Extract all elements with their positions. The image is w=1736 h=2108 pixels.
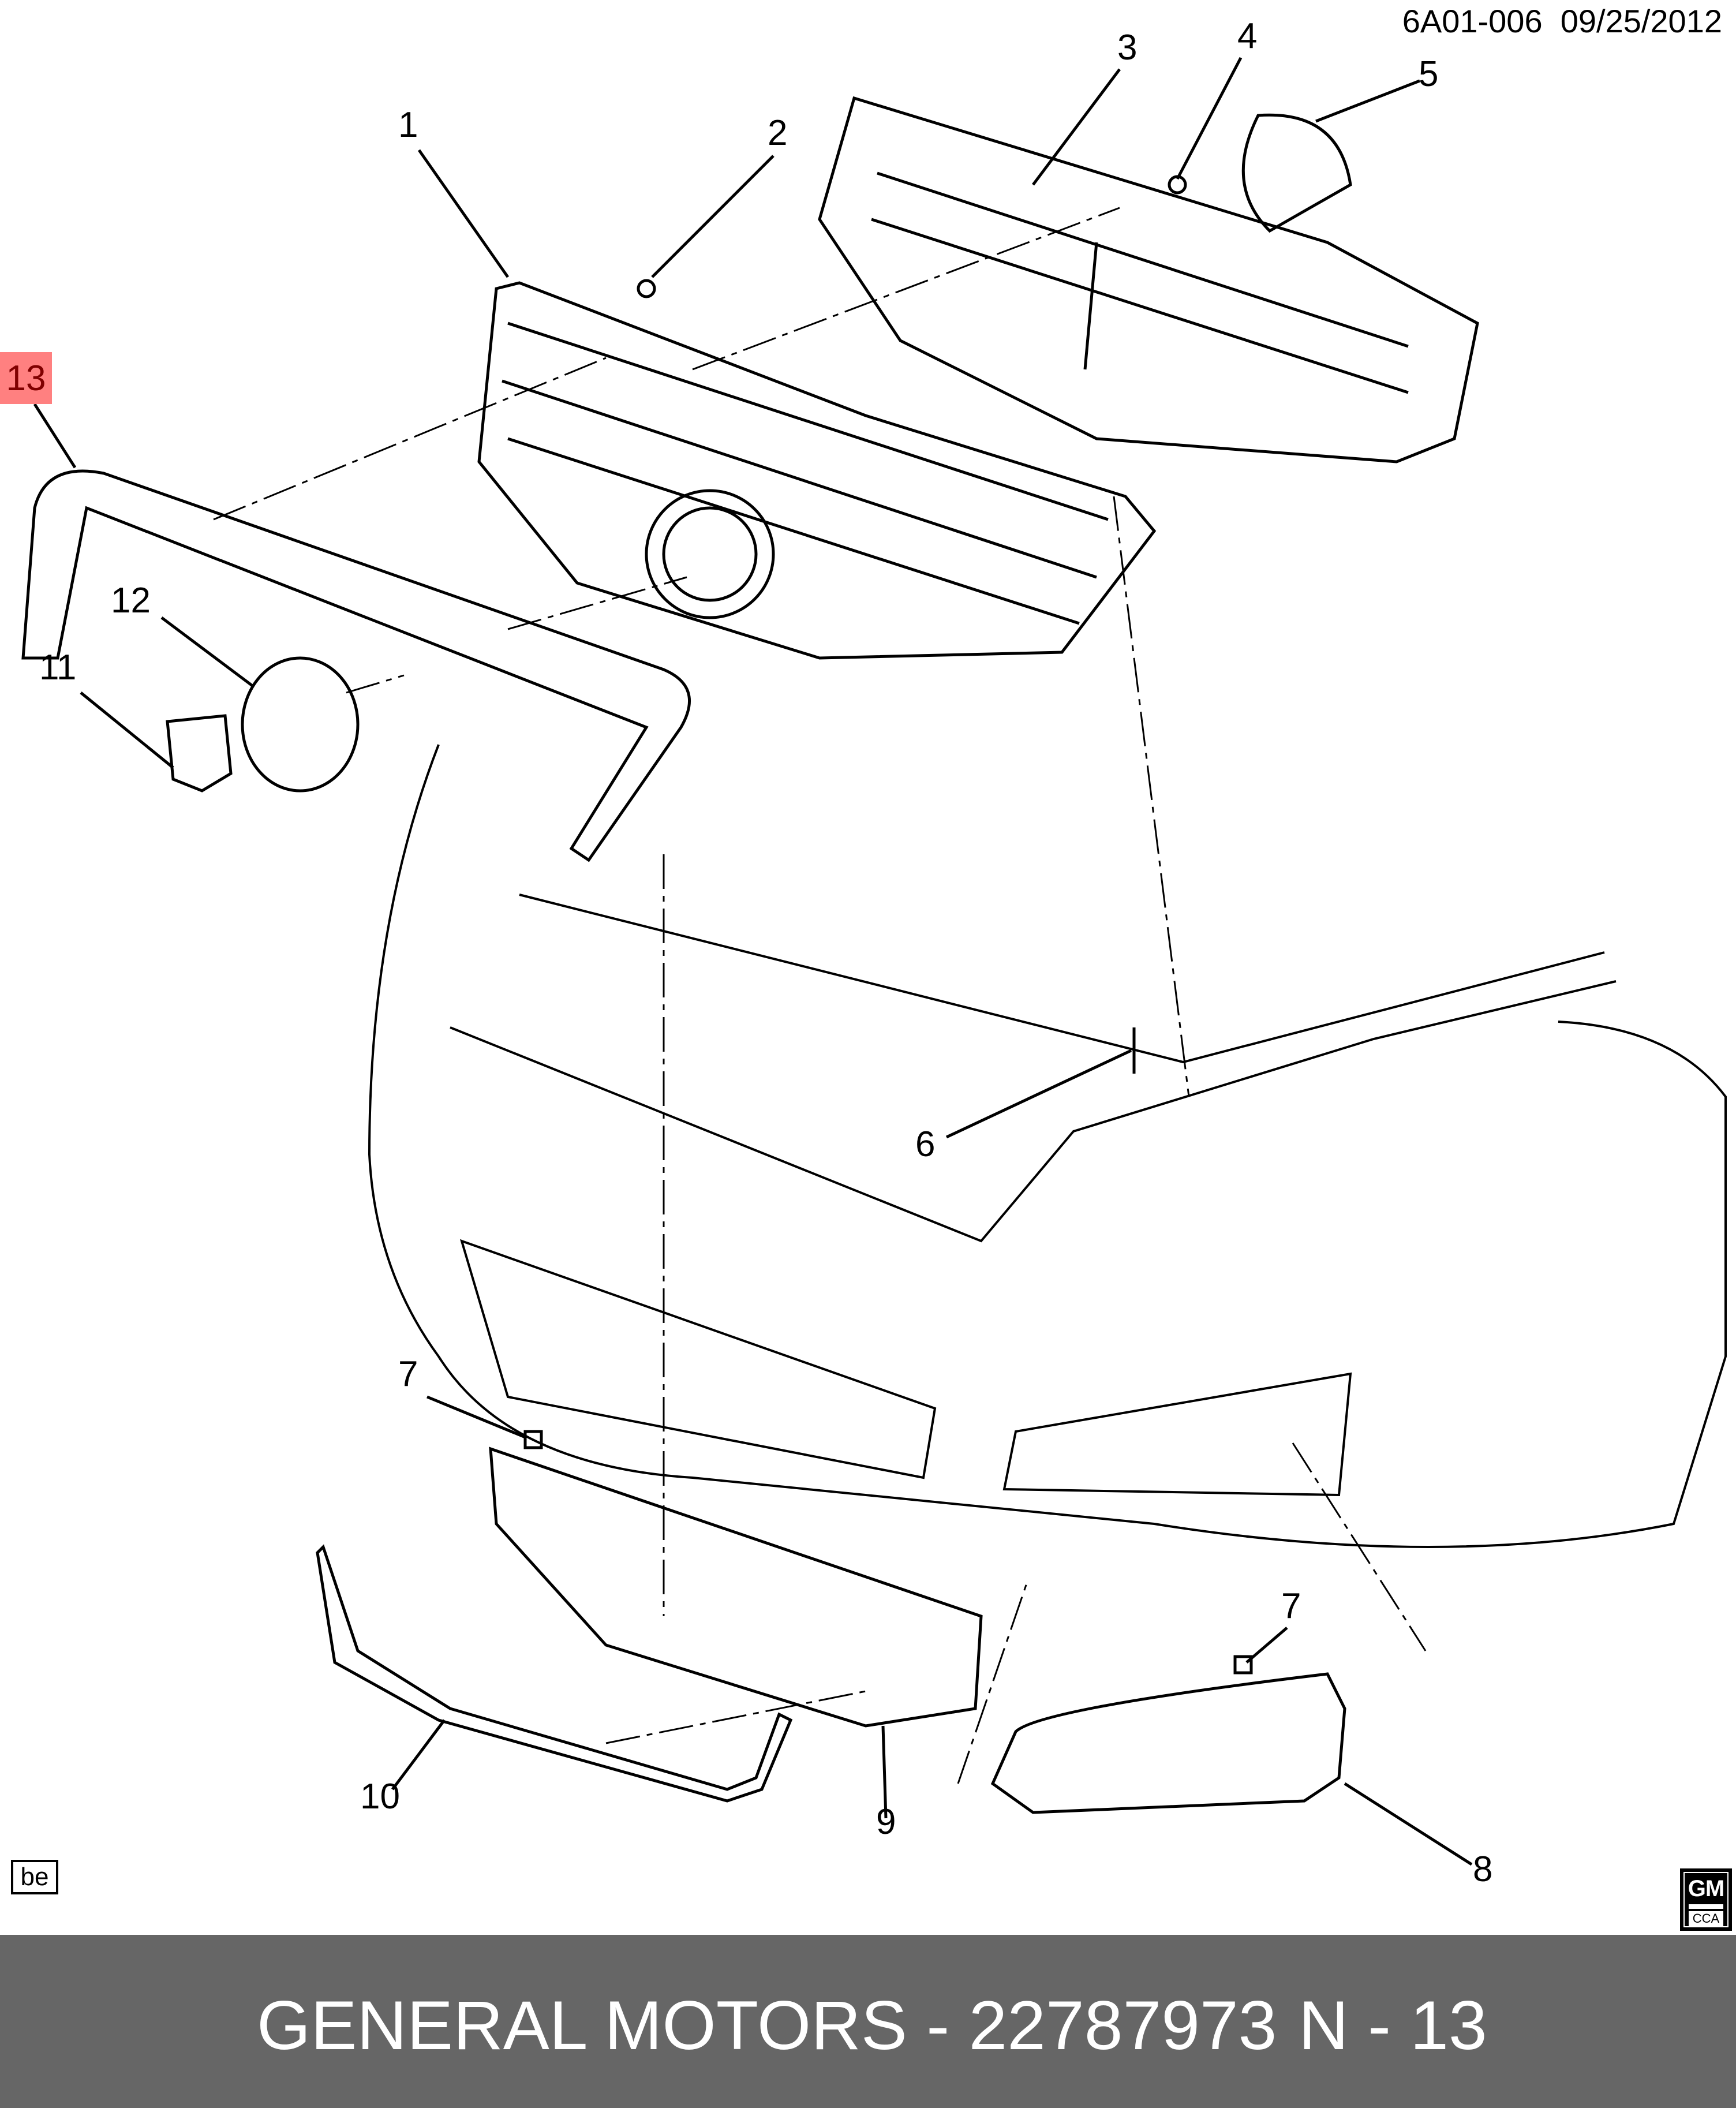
fog-lamp-bezel: [990, 1672, 1346, 1814]
callout-4: 4: [1237, 16, 1258, 56]
clip-7a: [523, 1430, 543, 1449]
logo-gm: GM: [1688, 1876, 1724, 1901]
leader-lines: [33, 57, 1473, 1866]
callout-11: 11: [39, 648, 77, 687]
lower-grille: [489, 1447, 983, 1728]
upper-molding: [21, 469, 691, 862]
diagram-date: 09/25/2012: [1560, 3, 1722, 39]
diagram-code-and-date: 6A01-006 09/25/2012: [1402, 2, 1722, 40]
upper-grille: [477, 281, 1157, 660]
logo-bar: [1689, 1904, 1723, 1909]
footer-part-number: GENERAL MOTORS - 22787973: [257, 1987, 1277, 2064]
clip-7b: [1233, 1655, 1253, 1675]
callout-5: 5: [1419, 54, 1439, 94]
callout-10: 10: [360, 1777, 400, 1817]
bracket-5: [1241, 113, 1352, 233]
be-badge: be: [11, 1860, 58, 1894]
footer-bar: GENERAL MOTORS - 22787973 N - 13: [0, 1935, 1736, 2108]
callout-9: 9: [876, 1802, 896, 1842]
logo-cca: CCA: [1689, 1911, 1723, 1926]
footer-reference: N - 13: [1299, 1987, 1487, 2064]
diagram-code: 6A01-006: [1402, 3, 1543, 39]
callout-12: 12: [111, 581, 151, 621]
callout-6: 6: [915, 1124, 936, 1164]
callout-3: 3: [1117, 28, 1138, 68]
callout-1: 1: [398, 105, 418, 145]
callout-13-highlighted[interactable]: 13: [0, 352, 52, 404]
front-bumper-fascia: [368, 744, 1727, 1548]
callout-8: 8: [1473, 1849, 1493, 1889]
lower-grille-molding: [316, 1544, 793, 1803]
emblem: [166, 714, 233, 793]
fastener-4: [1168, 175, 1187, 195]
fastener-2: [637, 279, 656, 298]
callout-7-second: 7: [1281, 1586, 1301, 1626]
exploded-parts-diagram: [21, 57, 1727, 1866]
grille-reinforcement: [818, 96, 1479, 464]
alignment-lines: [213, 207, 1427, 1784]
gm-cca-logo: GM CCA: [1680, 1868, 1732, 1931]
callout-2: 2: [768, 113, 788, 153]
callout-7: 7: [398, 1354, 418, 1394]
emblem-ring: [241, 656, 360, 793]
